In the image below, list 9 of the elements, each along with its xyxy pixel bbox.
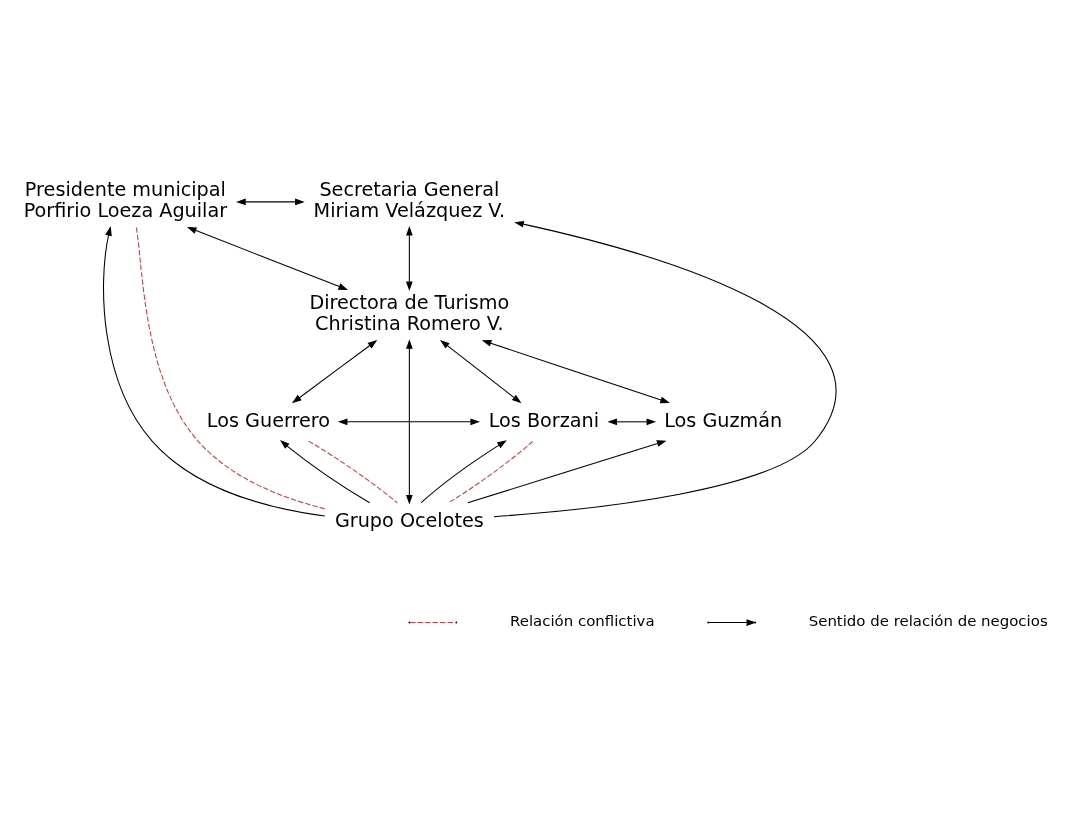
- node-text: Los Guerrero: [206, 408, 331, 432]
- node-text: Los Borzani: [488, 408, 600, 432]
- legend-label: Sentido de relación de negocios: [808, 611, 1048, 630]
- legend-label: Relación conflictiva: [510, 611, 655, 630]
- node-text: Presidente municipal Porfirio Loeza Aguilar: [23, 177, 228, 222]
- node-text: Grupo Ocelotes: [334, 508, 484, 532]
- node-text: Secretaria General Miriam Velázquez V.: [313, 177, 506, 222]
- node-text: Directora de Turismo Christina Romero V.: [309, 290, 510, 335]
- node-text: Los Guzmán: [664, 408, 783, 432]
